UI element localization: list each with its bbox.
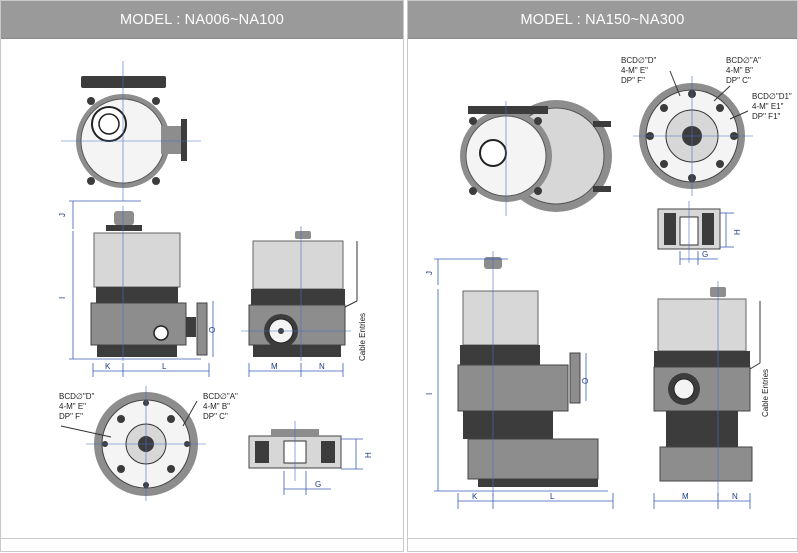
bcd-a-line1: BCD∅"A" [726,56,761,65]
bcd-a-line2: 4-M" B" [726,66,753,75]
actuator-side-view [653,281,753,496]
bcd-d-line3: DP" F" [59,412,83,421]
panel-na150-na300: MODEL : NA150~NA300 [407,0,798,552]
dim-o-label: O [581,378,590,384]
bcd-d-line1: BCD∅"D" [59,392,94,401]
bcd-a-line1: BCD∅"A" [203,392,238,401]
panel-footer-strip [1,538,403,551]
dim-i-label: I [58,297,67,299]
dim-j-label: J [58,213,67,217]
dim-h-label: H [364,452,373,458]
cable-entries-label: Cable Entries [358,313,367,361]
bcd-d1-line3: DP" F1" [752,112,781,121]
bcd-d1-line2: 4-M" E1" [752,102,784,111]
bcd-d-line3: DP" F" [621,76,645,85]
actuator-top-view [61,61,201,201]
bcd-d-line2: 4-M" E" [621,66,648,75]
coupling-section-view [248,421,342,481]
cable-entries-label: Cable Entries [761,369,770,417]
actuator-side-view [241,226,351,361]
dim-l-label: L [162,362,167,371]
actuator-front-view [90,206,208,361]
dim-l-label: L [550,492,555,501]
drawing-na006-na100: J I K L O M N H G Cable Entries BCD∅"D" … [58,61,373,501]
bcd-a-line2: 4-M" B" [203,402,230,411]
flange-top-view [633,70,753,196]
dimension-lines [434,212,761,509]
bottom-flange-view [60,386,206,501]
bcd-d-line1: BCD∅"D" [621,56,656,65]
dim-h-label: H [733,229,742,235]
dim-k-label: K [472,492,478,501]
dimension-lines [69,200,363,495]
dim-g-label: G [702,250,708,259]
bcd-a-line3: DP" C" [726,76,751,85]
panel-na006-na100: MODEL : NA006~NA100 [0,0,404,552]
dim-m-label: M [271,362,278,371]
bcd-a-line3: DP" C" [203,412,228,421]
dim-n-label: N [732,492,738,501]
dim-n-label: N [319,362,325,371]
panel-footer-strip [408,538,797,551]
dim-m-label: M [682,492,689,501]
dim-g-label: G [315,480,321,489]
actuator-top-view [460,100,612,216]
dim-j-label: J [425,271,434,275]
coupling-section-view [657,201,721,263]
actuator-front-view [457,251,599,496]
panel-title: MODEL : NA006~NA100 [1,1,403,39]
bcd-d-line2: 4-M" E" [59,402,86,411]
drawing-na150-na300: J I K L O M N H G Cable Entries BCD∅"D" … [425,56,792,509]
dim-o-label: O [208,327,217,333]
dimension-labels: J I K L O M N H G Cable Entries BCD∅"D" … [425,56,792,501]
panel-title: MODEL : NA150~NA300 [408,1,797,39]
bcd-d1-line1: BCD∅"D1" [752,92,792,101]
dimension-labels: J I K L O M N H G Cable Entries BCD∅"D" … [58,213,373,489]
dim-i-label: I [425,393,434,395]
dim-k-label: K [105,362,111,371]
